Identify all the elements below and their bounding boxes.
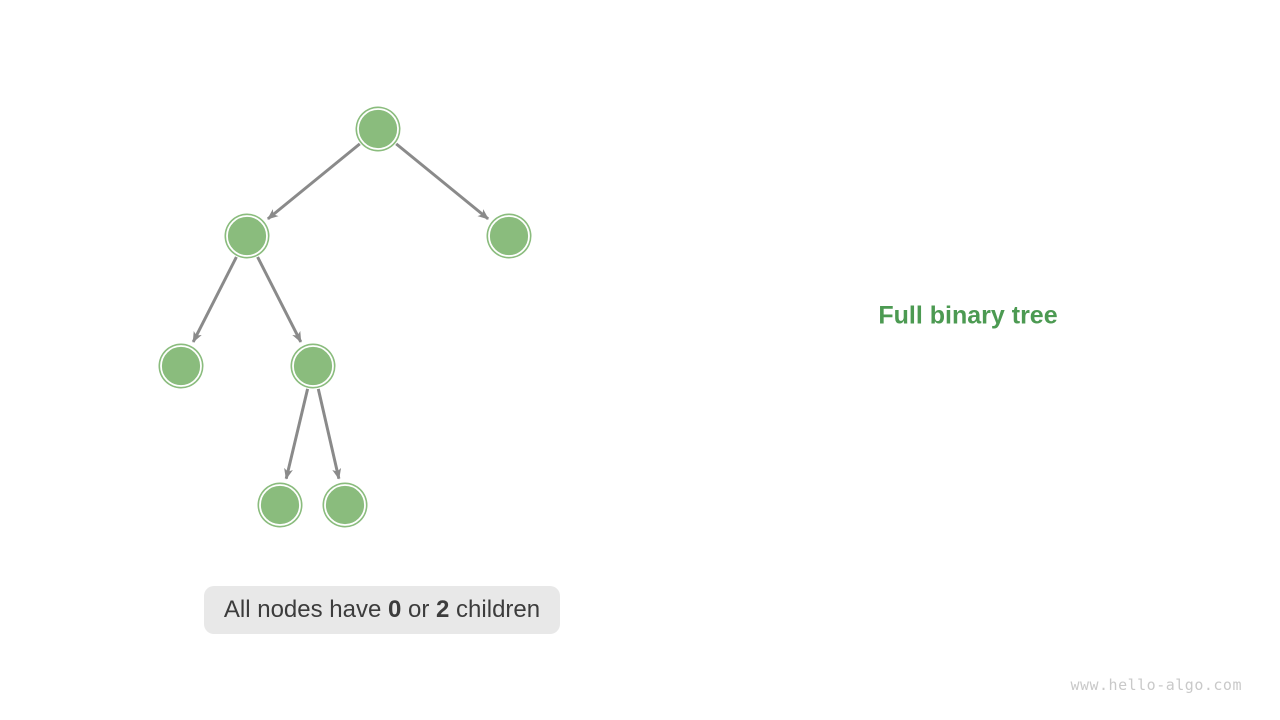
tree-edge bbox=[256, 256, 303, 343]
tree-node bbox=[257, 482, 303, 528]
tree-node-inner-ring bbox=[488, 215, 530, 257]
tree-node bbox=[224, 213, 270, 259]
tree-node bbox=[486, 213, 532, 259]
tree-edge bbox=[395, 142, 490, 221]
caption-number: 2 bbox=[436, 596, 450, 623]
tree-node-inner-ring bbox=[292, 345, 334, 387]
tree-node-circle bbox=[290, 343, 336, 389]
tree-node-inner-ring bbox=[160, 345, 202, 387]
tree-node-inner-ring bbox=[259, 484, 301, 526]
caption-pill: All nodes have 0 or 2 children bbox=[204, 586, 560, 634]
caption-text: children bbox=[449, 596, 541, 623]
watermark: www.hello-algo.com bbox=[1070, 676, 1242, 694]
tree-edge bbox=[266, 142, 361, 221]
tree-node bbox=[322, 482, 368, 528]
tree-node-inner-ring bbox=[226, 215, 268, 257]
tree-node bbox=[355, 106, 401, 152]
caption-text: All nodes have bbox=[223, 596, 388, 623]
tree-node-circle bbox=[224, 213, 270, 259]
tree-node-circle bbox=[486, 213, 532, 259]
tree-node-circle bbox=[355, 106, 401, 152]
tree-node-inner-ring bbox=[357, 108, 399, 150]
tree-node bbox=[158, 343, 204, 389]
tree-edge bbox=[316, 388, 342, 480]
tree-node bbox=[290, 343, 336, 389]
tree-node-circle bbox=[158, 343, 204, 389]
tree-edge bbox=[191, 256, 238, 343]
tree-edge bbox=[284, 388, 310, 480]
tree-node-circle bbox=[257, 482, 303, 528]
diagram-title: Full binary tree bbox=[878, 301, 1058, 330]
caption-number: 0 bbox=[387, 596, 402, 623]
tree-node-inner-ring bbox=[324, 484, 366, 526]
tree-node-circle bbox=[322, 482, 368, 528]
caption-text: or bbox=[401, 596, 437, 623]
